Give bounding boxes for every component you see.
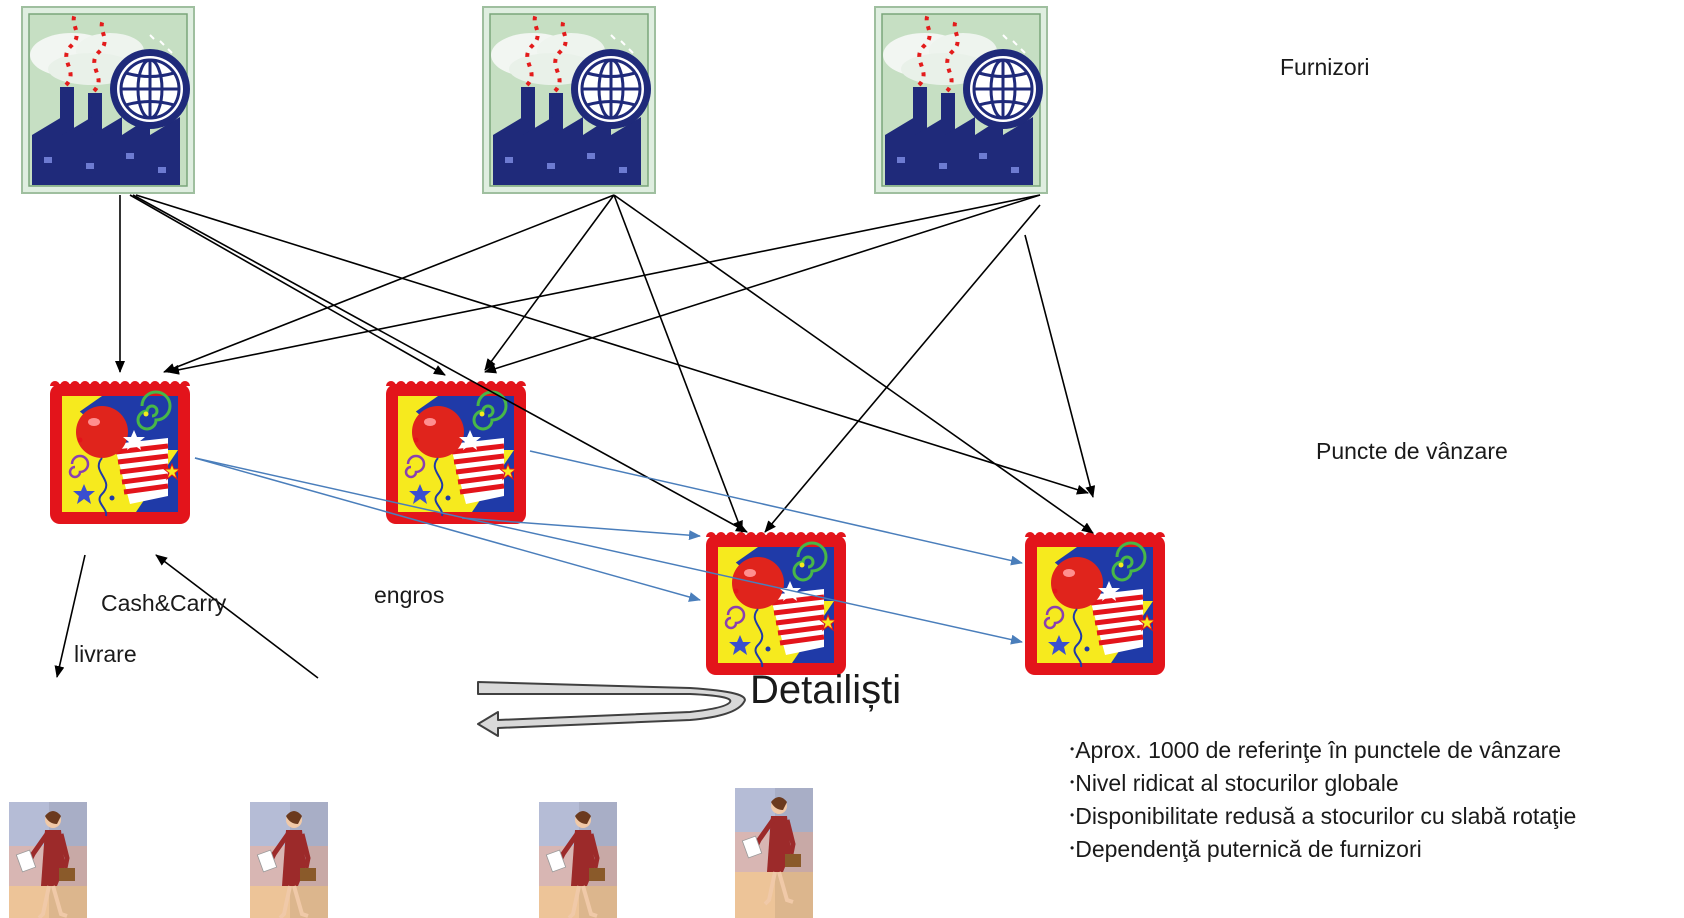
- arrow-s2-retail2: [613, 194, 1094, 534]
- curved-return-arrow-icon: [477, 681, 746, 737]
- arrow-s2-retail1: [613, 194, 743, 533]
- bullet-item: Nivel ridicat al stocurilor globale: [1070, 766, 1576, 799]
- arrow-cashcarry-retail2: [194, 457, 1023, 645]
- customer-4-shopper-icon: [735, 788, 813, 918]
- delivery-label: livrare: [74, 641, 137, 667]
- arrow-engros-retail2: [529, 450, 1023, 566]
- arrow-s3-engros: [484, 194, 1041, 374]
- store-wholesale-icon: [386, 381, 526, 524]
- bullet-item: Aprox. 1000 de referinţe în punctele de …: [1070, 733, 1576, 766]
- store-retailer-1-icon: [706, 532, 846, 675]
- arrow-s3-retail2: [1024, 234, 1096, 498]
- store-retailer-2-icon: [1025, 532, 1165, 675]
- arrow-s1-retail2: [135, 194, 1089, 495]
- arrow-s1-engros: [129, 194, 446, 376]
- arrow-s1-retail1: [132, 194, 748, 533]
- retailers-label: Detailiști: [750, 668, 902, 712]
- arrow-s2-cashcarry: [163, 194, 615, 373]
- sales-points-label: Puncte de vânzare: [1316, 438, 1508, 464]
- arrow-s3-retail1: [764, 204, 1041, 533]
- arrow-cashcarry-pickup: [155, 554, 319, 679]
- arrow-s2-engros: [484, 194, 615, 371]
- arrow-livrare: [54, 554, 86, 678]
- suppliers-label: Furnizori: [1280, 54, 1370, 80]
- customer-3-shopper-icon: [539, 802, 617, 918]
- supplier-arrows: [115, 194, 1096, 534]
- supplier-2-factory-icon: [481, 5, 657, 195]
- supplier-3-factory-icon: [873, 5, 1049, 195]
- customer-2-shopper-icon: [250, 802, 328, 918]
- retail-flow-arrows: [194, 450, 1023, 645]
- arrow-s3-cashcarry: [167, 194, 1041, 375]
- wholesale-label: engros: [374, 582, 445, 608]
- store-cash-carry-icon: [50, 381, 190, 524]
- bullet-item: Dependenţă puternică de furnizori: [1070, 832, 1576, 865]
- bullet-item: Disponibilitate redusă a stocurilor cu s…: [1070, 799, 1576, 832]
- arrow-cashcarry-retail1: [194, 457, 701, 602]
- arrow-engros-retail1: [461, 517, 701, 541]
- supplier-1-factory-icon: [20, 5, 196, 195]
- cash-carry-label: Cash&Carry: [101, 590, 227, 616]
- customer-1-shopper-icon: [9, 802, 87, 918]
- bullet-list: Aprox. 1000 de referinţe în punctele de …: [1070, 733, 1576, 865]
- customer-arrows: [54, 554, 319, 679]
